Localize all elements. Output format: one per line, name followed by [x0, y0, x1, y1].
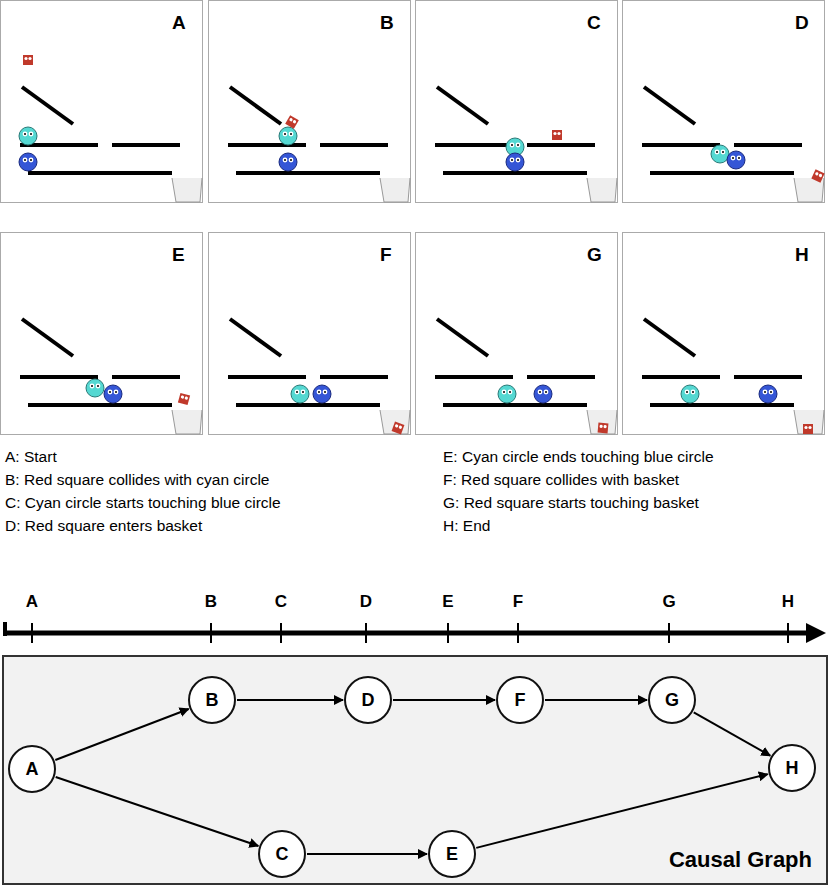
panel-letter: D — [795, 12, 809, 34]
timeline-letter: A — [26, 592, 38, 612]
panel-letter: G — [587, 244, 602, 266]
event-node: F — [496, 676, 544, 724]
causal-arrow — [55, 709, 188, 760]
event-letter: H — [786, 758, 799, 779]
event-letter: D — [362, 690, 375, 711]
timeline-letter: G — [662, 592, 675, 612]
causal-arrow — [393, 699, 495, 701]
panel-letter: A — [172, 12, 186, 34]
event-letter: B — [206, 690, 219, 711]
event-description: B: Red square collides with cyan circle — [5, 471, 269, 489]
event-node: D — [344, 676, 392, 724]
event-node: A — [8, 745, 56, 793]
panel-letter: B — [380, 12, 394, 34]
causal-arrow — [237, 699, 343, 701]
timeline-letter: C — [275, 592, 287, 612]
causal-arrow — [694, 712, 770, 755]
event-description: F: Red square collides with basket — [443, 471, 679, 489]
event-description: H: End — [443, 517, 490, 535]
event-letter: E — [446, 844, 458, 865]
event-letter: F — [515, 690, 526, 711]
graph-panel: Causal Graph A B C D E F G H — [2, 655, 828, 885]
event-letter: A — [26, 759, 39, 780]
causal-arrow — [307, 853, 427, 855]
graph-title: Causal Graph — [669, 847, 812, 873]
event-description: G: Red square starts touching basket — [443, 494, 699, 512]
causal-arrow — [545, 699, 647, 701]
timeline-letter: D — [360, 592, 372, 612]
panel-letter: F — [380, 244, 392, 266]
timeline-letter: H — [782, 592, 794, 612]
event-description: C: Cyan circle starts touching blue circ… — [5, 494, 281, 512]
causal-arrow — [56, 777, 259, 846]
timeline-letter: F — [513, 592, 523, 612]
panel-letter: E — [172, 244, 185, 266]
causal-arrow — [476, 774, 768, 848]
event-node: C — [258, 830, 306, 878]
event-description: A: Start — [5, 448, 57, 466]
event-node: H — [768, 744, 816, 792]
panel-letter: H — [795, 244, 809, 266]
event-letter: G — [665, 690, 679, 711]
timeline-letter: B — [205, 592, 217, 612]
timeline-letter: E — [442, 592, 453, 612]
event-node: B — [188, 676, 236, 724]
event-letter: C — [276, 844, 289, 865]
panel-letter: C — [587, 12, 601, 34]
event-description: E: Cyan circle ends touching blue circle — [443, 448, 714, 466]
event-description: D: Red square enters basket — [5, 517, 202, 535]
event-node: E — [428, 830, 476, 878]
event-node: G — [648, 676, 696, 724]
